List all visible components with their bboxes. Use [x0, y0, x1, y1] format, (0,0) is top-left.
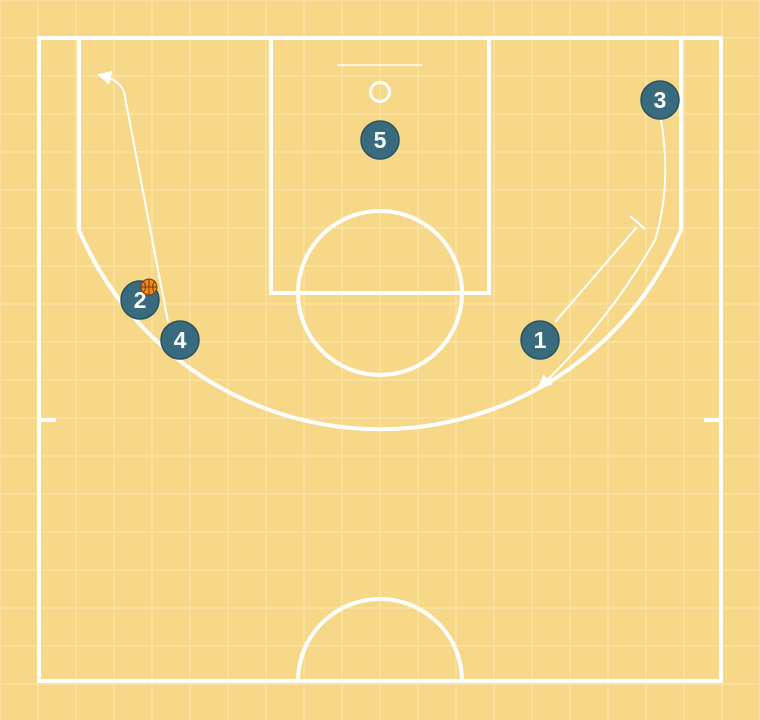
- free-throw-circle: [296, 209, 464, 377]
- three-point-arc: [77, 229, 683, 432]
- player-5-circle: [360, 120, 400, 160]
- court-lines: [37, 36, 723, 683]
- screen-line-player-1: [554, 226, 638, 323]
- cut-arrow-player-4: [97, 70, 169, 323]
- player-3-circle: [640, 80, 680, 120]
- paint: [269, 36, 491, 295]
- screen-end-player-1: [629, 215, 646, 230]
- hoop: [369, 81, 391, 103]
- cut-arrow-player-3: [537, 119, 667, 389]
- movement-lines: [97, 70, 667, 389]
- player-5-marker[interactable]: 5: [360, 120, 400, 160]
- player-1-label: 1: [534, 327, 547, 353]
- player-2-label: 2: [134, 287, 147, 313]
- center-circle: [296, 597, 464, 682]
- player-1-circle: [520, 320, 560, 360]
- player-3-marker[interactable]: 3: [640, 80, 680, 120]
- player-4-marker[interactable]: 4: [160, 320, 200, 360]
- player-1-marker[interactable]: 1: [520, 320, 560, 360]
- player-4-label: 4: [174, 327, 187, 353]
- player-5-label: 5: [374, 127, 387, 153]
- player-3-label: 3: [654, 87, 667, 113]
- player-4-circle: [160, 320, 200, 360]
- basketball-icon: [140, 278, 158, 296]
